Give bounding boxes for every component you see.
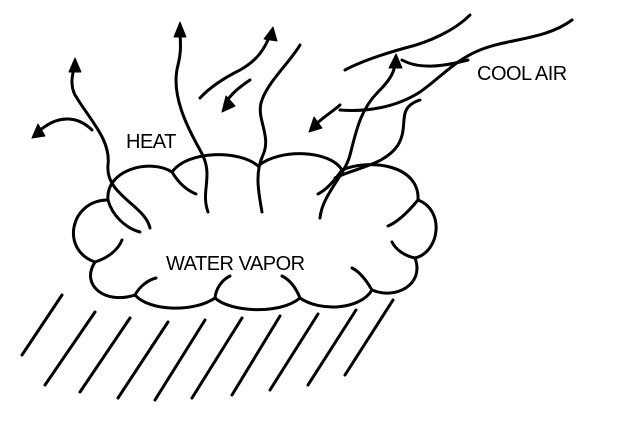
cloud-outline (71, 152, 438, 312)
ground-hatch-line (153, 318, 207, 402)
ground-hatch-line (306, 308, 358, 387)
cloud-inner-fold (170, 170, 198, 196)
ground-hatch-line (78, 316, 132, 394)
heat-line (256, 43, 302, 214)
arrowhead-icon (308, 116, 323, 133)
arrowhead-icon (173, 21, 187, 38)
cool-air-line (400, 58, 470, 68)
ground-hatch-line (190, 316, 244, 400)
ground-hatching (20, 293, 395, 402)
cool-air-line (338, 18, 574, 112)
ground-hatch-line (343, 298, 395, 377)
water-vapor-cloud (71, 152, 438, 312)
arrowhead-icon (388, 53, 403, 69)
cloud-inner-fold (93, 238, 124, 264)
ground-hatch-line (230, 314, 282, 397)
cloud-inner-fold (106, 198, 142, 234)
arrowhead-icon (221, 95, 236, 113)
cloud-inner-fold (213, 274, 232, 300)
cloud-inner-fold (350, 266, 374, 292)
arrowhead-icon (68, 57, 82, 73)
ground-hatch-line (20, 293, 64, 357)
cool-air-lines (338, 13, 574, 112)
heat-line (333, 98, 422, 180)
heat-line (318, 60, 397, 220)
heat-rising-lines (31, 21, 422, 230)
cloud-inner-fold (280, 274, 302, 300)
ground-hatch-line (268, 312, 320, 392)
heat-line (174, 28, 210, 214)
heat-line (36, 117, 94, 134)
ground-hatch-line (116, 320, 170, 400)
cloud-inner-fold (390, 240, 417, 260)
ground-hatch-line (43, 310, 97, 387)
water-vapor-label: WATER VAPOR (166, 253, 305, 275)
heat-label: HEAT (126, 131, 176, 153)
heat-line (70, 63, 152, 230)
cool-air-label: COOL AIR (477, 63, 567, 85)
arrowhead-icon (263, 26, 278, 42)
heat-line (198, 33, 272, 100)
cloud-inner-fold (386, 198, 420, 228)
cloud-inner-fold (133, 276, 158, 297)
arrowhead-icon (31, 123, 46, 139)
cool-air-line (343, 13, 472, 72)
